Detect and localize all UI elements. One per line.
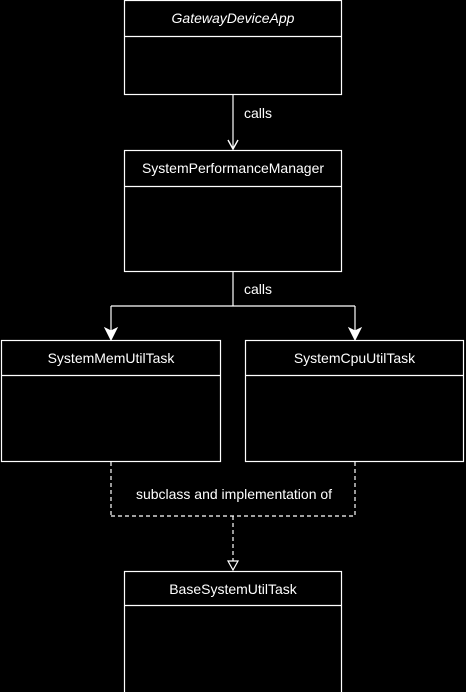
edge-tasks-to-base: subclass and implementation of [110, 462, 356, 572]
edge-label-app-to-manager: calls [244, 105, 272, 121]
arrow-to-mem-task [103, 326, 119, 342]
arrow-to-cpu-task [347, 326, 363, 342]
edge-manager-to-tasks: calls [103, 272, 363, 342]
class-box-system-performance-manager[interactable]: SystemPerformanceManager [123, 149, 343, 273]
class-title-base-system-util-task: BaseSystemUtilTask [169, 581, 298, 597]
class-title-system-cpu-util-task: SystemCpuUtilTask [294, 350, 416, 366]
class-title-gateway-device-app: GatewayDeviceApp [172, 10, 295, 26]
edge-label-tasks-to-base: subclass and implementation of [136, 486, 332, 502]
generalization-arrow [226, 560, 240, 572]
edge-app-to-manager: calls [227, 95, 272, 151]
edge-label-manager-to-tasks: calls [244, 281, 272, 297]
class-box-gateway-device-app[interactable]: GatewayDeviceApp [123, 0, 343, 96]
class-title-system-performance-manager: SystemPerformanceManager [142, 160, 324, 176]
class-box-system-cpu-util-task[interactable]: SystemCpuUtilTask [244, 339, 465, 463]
class-box-base-system-util-task[interactable]: BaseSystemUtilTask [123, 570, 343, 692]
class-title-system-mem-util-task: SystemMemUtilTask [48, 350, 176, 366]
class-box-system-mem-util-task[interactable]: SystemMemUtilTask [0, 339, 222, 463]
